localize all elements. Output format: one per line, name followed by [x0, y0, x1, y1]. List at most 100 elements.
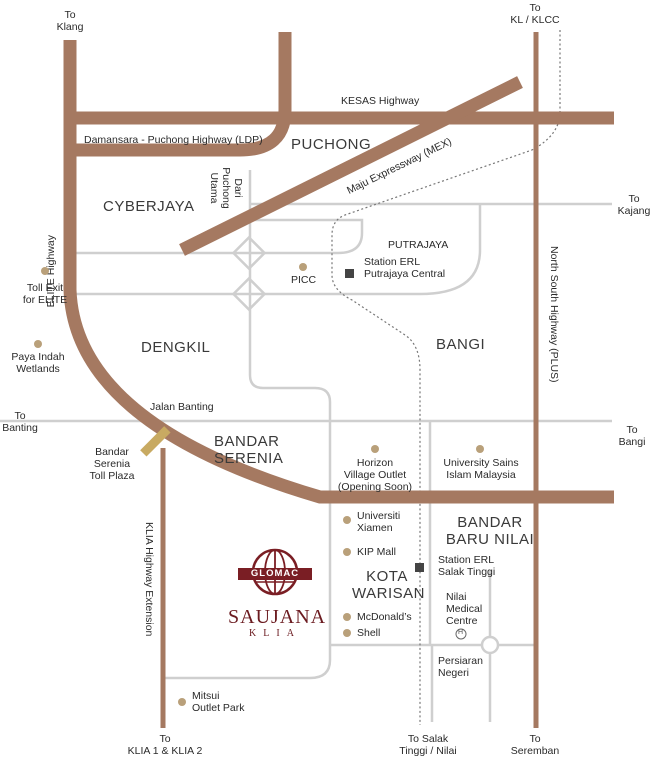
road-kota-warisan — [165, 500, 332, 680]
label-dari-puchong: Dari Puchong Utama — [208, 165, 244, 211]
poi-horizon: Horizon Village Outlet (Opening Soon) — [335, 457, 415, 493]
dir-klang-place: Klang — [56, 21, 84, 33]
area-bandar-serenia-2: SERENIA — [214, 450, 284, 467]
label-ldp: Damansara - Puchong Highway (LDP) — [84, 134, 263, 146]
dir-kajang-place: Kajang — [617, 205, 651, 217]
poi-mitsui: Mitsui Outlet Park — [192, 690, 245, 714]
dir-klia: To KLIA 1 & KLIA 2 — [118, 733, 212, 757]
logo-sub: KLIA — [249, 628, 301, 639]
poi-usim: University Sains Islam Malaysia — [438, 457, 524, 481]
area-dengkil: DENGKIL — [141, 339, 211, 356]
label-persiaran-1: Persiaran — [438, 655, 483, 667]
poi-dot-mitsui — [178, 698, 186, 706]
area-bangi: BANGI — [436, 336, 486, 353]
label-persiaran: Persiaran Negeri — [438, 655, 483, 679]
area-bandar-baru-nilai: BANDAR BARU NILAI — [442, 514, 538, 548]
road-putrajaya-outer — [70, 204, 482, 296]
logo-name: SAUJANA — [228, 606, 327, 628]
area-bbn-1: BANDAR — [457, 514, 523, 531]
poi-kip: KIP Mall — [357, 546, 396, 558]
road-putrajaya-ring-upper — [70, 218, 364, 255]
interchange-upper — [231, 235, 267, 271]
station-icon-putrajaya — [345, 269, 354, 278]
dir-seremban-to: To — [529, 733, 541, 745]
area-bandar-serenia-1: BANDAR — [214, 433, 280, 450]
poi-paya-indah-1: Paya Indah — [11, 351, 65, 363]
poi-usim-1: University Sains — [443, 457, 519, 469]
poi-serenia-toll-2: Serenia — [93, 458, 131, 470]
poi-xiamen: Universiti Xiamen — [357, 510, 400, 534]
poi-usim-2: Islam Malaysia — [446, 469, 516, 481]
poi-erl-putrajaya-2: Putrajaya Central — [364, 268, 446, 280]
poi-mitsui-1: Mitsui — [192, 690, 220, 702]
poi-serenia-toll-3: Toll Plaza — [89, 470, 135, 482]
label-dari: Dari — [232, 178, 244, 198]
poi-dot-shell — [343, 629, 351, 637]
dir-kl-place: KL / KLCC — [510, 14, 560, 26]
poi-dot-usim — [476, 445, 484, 453]
dir-bangi-place: Bangi — [618, 436, 646, 448]
poi-picc: PICC — [291, 274, 317, 286]
poi-xiamen-2: Xiamen — [357, 522, 393, 534]
poi-erl-salak-1: Station ERL — [438, 554, 495, 566]
poi-dot-paya-indah — [34, 340, 42, 348]
poi-horizon-1: Horizon — [356, 457, 394, 469]
poi-dot-xiamen — [343, 516, 351, 524]
poi-nilai-medical-1: Nilai — [446, 591, 467, 603]
poi-mitsui-2: Outlet Park — [192, 702, 245, 714]
poi-serenia-toll: Bandar Serenia Toll Plaza — [82, 446, 142, 482]
poi-dot-horizon — [371, 445, 379, 453]
area-kota-warisan-2: WARISAN — [352, 585, 425, 602]
area-putrajaya: PUTRAJAYA — [388, 239, 449, 251]
poi-erl-salak-2: Salak Tinggi — [438, 566, 496, 578]
highway-elite — [63, 40, 614, 504]
dir-banting-place: Banting — [2, 422, 38, 434]
dir-salak-to: To Salak — [407, 733, 449, 745]
poi-nilai-medical-2: Medical — [446, 603, 483, 615]
dir-seremban-place: Seremban — [510, 745, 560, 757]
dir-kl: To KL / KLCC — [500, 2, 570, 26]
saujana-klia-logo: GLOMAC SAUJANA KLIA — [228, 548, 325, 639]
station-icon-salak — [415, 563, 424, 572]
dir-bangi-to: To — [626, 424, 638, 436]
poi-paya-indah-2: Wetlands — [16, 363, 60, 375]
poi-xiamen-1: Universiti — [357, 510, 401, 522]
poi-shell: Shell — [357, 627, 381, 639]
label-plus-text: North South Highway (PLUS) — [548, 246, 560, 383]
poi-nilai-medical-3: Centre — [446, 615, 478, 627]
poi-erl-salak: Station ERL Salak Tinggi — [438, 554, 495, 578]
dir-kajang: To Kajang — [614, 193, 652, 217]
dir-klang-to: To — [64, 9, 76, 21]
dir-bangi: To Bangi — [612, 424, 652, 448]
poi-toll-elite: Toll Exit for ELITE — [12, 282, 78, 306]
poi-horizon-3: (Opening Soon) — [337, 481, 413, 493]
highway-ldp — [70, 32, 292, 157]
label-plus: North South Highway (PLUS) — [548, 246, 560, 383]
poi-erl-putrajaya: Station ERL Putrajaya Central — [364, 256, 445, 280]
serenia-toll-plaza-marker — [140, 426, 171, 457]
area-bbn-2: BARU NILAI — [445, 531, 535, 548]
label-klia-ext-text: KLIA Highway Extension — [143, 522, 155, 637]
area-bandar-serenia: BANDAR SERENIA — [214, 433, 284, 467]
highway-mex — [179, 76, 523, 256]
label-utama: Utama — [208, 172, 220, 204]
poi-toll-elite-2: for ELITE — [22, 294, 68, 306]
dir-kajang-to: To — [628, 193, 640, 205]
highways — [63, 32, 614, 728]
poi-nilai-medical: Nilai Medical Centre — [446, 591, 482, 627]
poi-dot-toll-elite — [41, 267, 49, 275]
dir-klia-to: To — [159, 733, 171, 745]
poi-toll-elite-1: Toll Exit — [26, 282, 64, 294]
dir-seremban: To Seremban — [505, 733, 565, 757]
poi-dot-mcdonalds — [343, 613, 351, 621]
label-persiaran-2: Negeri — [438, 667, 469, 679]
label-puchong-road: Puchong — [220, 167, 232, 209]
erl-rail-line — [331, 30, 561, 725]
logo-brand: GLOMAC — [238, 568, 312, 580]
poi-erl-putrajaya-1: Station ERL — [364, 256, 421, 268]
poi-serenia-toll-1: Bandar — [95, 446, 129, 458]
poi-dot-kip — [343, 548, 351, 556]
area-kota-warisan: KOTA WARISAN — [352, 568, 425, 602]
roundabout — [480, 635, 500, 655]
